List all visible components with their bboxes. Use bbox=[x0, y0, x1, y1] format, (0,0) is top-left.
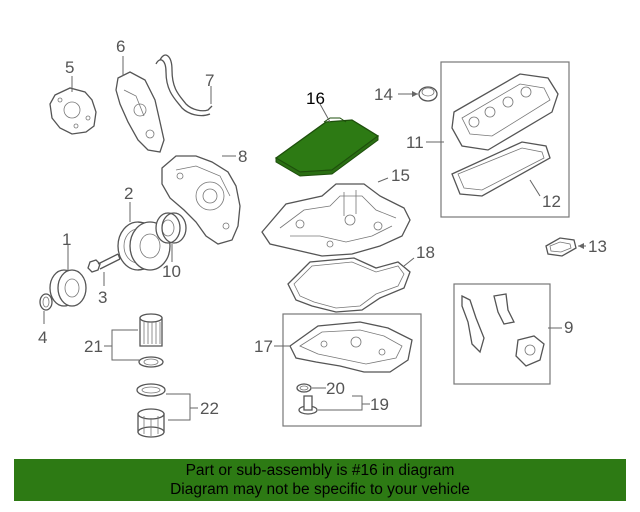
callout-9: 9 bbox=[564, 318, 573, 337]
part-22-filter-cap[interactable] bbox=[136, 383, 166, 438]
part-9-gasket-set[interactable] bbox=[461, 293, 545, 367]
callout-16: 16 bbox=[306, 89, 325, 108]
part-18-oil-pan-gasket[interactable] bbox=[287, 257, 411, 313]
banner-line-1: Part or sub-assembly is #16 in diagram bbox=[185, 462, 455, 479]
callout-3: 3 bbox=[98, 288, 107, 307]
callout-8: 8 bbox=[238, 147, 247, 166]
callout-10: 10 bbox=[162, 262, 181, 281]
callout-4: 4 bbox=[38, 328, 47, 347]
callout-7: 7 bbox=[205, 71, 214, 90]
banner-line-2: Diagram may not be specific to your vehi… bbox=[170, 481, 470, 498]
callout-13: 13 bbox=[588, 237, 607, 256]
part-6-timing-cover[interactable] bbox=[115, 71, 165, 153]
part-5-cover-plate[interactable] bbox=[49, 87, 97, 135]
part-1-pulley[interactable] bbox=[49, 269, 87, 307]
part-17-lower-oil-pan[interactable] bbox=[289, 321, 413, 373]
callout-18: 18 bbox=[416, 243, 435, 262]
part-4-o-ring[interactable] bbox=[39, 293, 53, 311]
callout-2: 2 bbox=[124, 184, 133, 203]
part-19-drain-plug[interactable] bbox=[298, 395, 318, 415]
part-13-gasket[interactable] bbox=[545, 237, 577, 257]
part-21-oil-filter[interactable] bbox=[138, 313, 164, 368]
callout-1: 1 bbox=[62, 230, 71, 249]
part-3-bolt[interactable] bbox=[87, 253, 121, 273]
valve-cover-group-box bbox=[440, 61, 570, 218]
part-7-gasket[interactable] bbox=[155, 54, 213, 117]
callout-14: 14 bbox=[374, 85, 393, 104]
part-11-valve-cover[interactable] bbox=[451, 73, 559, 151]
callout-6: 6 bbox=[116, 37, 125, 56]
callout-17: 17 bbox=[254, 337, 273, 356]
callout-5: 5 bbox=[65, 58, 74, 77]
callout-11: 11 bbox=[406, 133, 424, 152]
part-8-front-cover[interactable] bbox=[161, 155, 241, 245]
callout-15: 15 bbox=[391, 166, 410, 185]
callout-21: 21 bbox=[84, 337, 103, 356]
part-15-upper-oil-pan[interactable] bbox=[261, 183, 411, 257]
part-16-oil-pan-baffle[interactable] bbox=[274, 117, 380, 177]
part-20-washer[interactable] bbox=[296, 383, 312, 393]
part-2-damper-pulley[interactable] bbox=[117, 221, 171, 271]
callout-19: 19 bbox=[370, 395, 389, 414]
callout-22: 22 bbox=[200, 399, 219, 418]
part-14-cap[interactable] bbox=[418, 86, 438, 102]
lower-oil-pan-group-box bbox=[282, 313, 422, 427]
info-banner: Part or sub-assembly is #16 in diagram D… bbox=[14, 459, 626, 501]
callout-20: 20 bbox=[326, 379, 345, 398]
part-12-valve-cover-gasket[interactable] bbox=[451, 141, 551, 197]
gasket-set-box bbox=[453, 283, 551, 385]
part-10-seal[interactable] bbox=[155, 212, 187, 244]
callout-12: 12 bbox=[542, 192, 561, 211]
